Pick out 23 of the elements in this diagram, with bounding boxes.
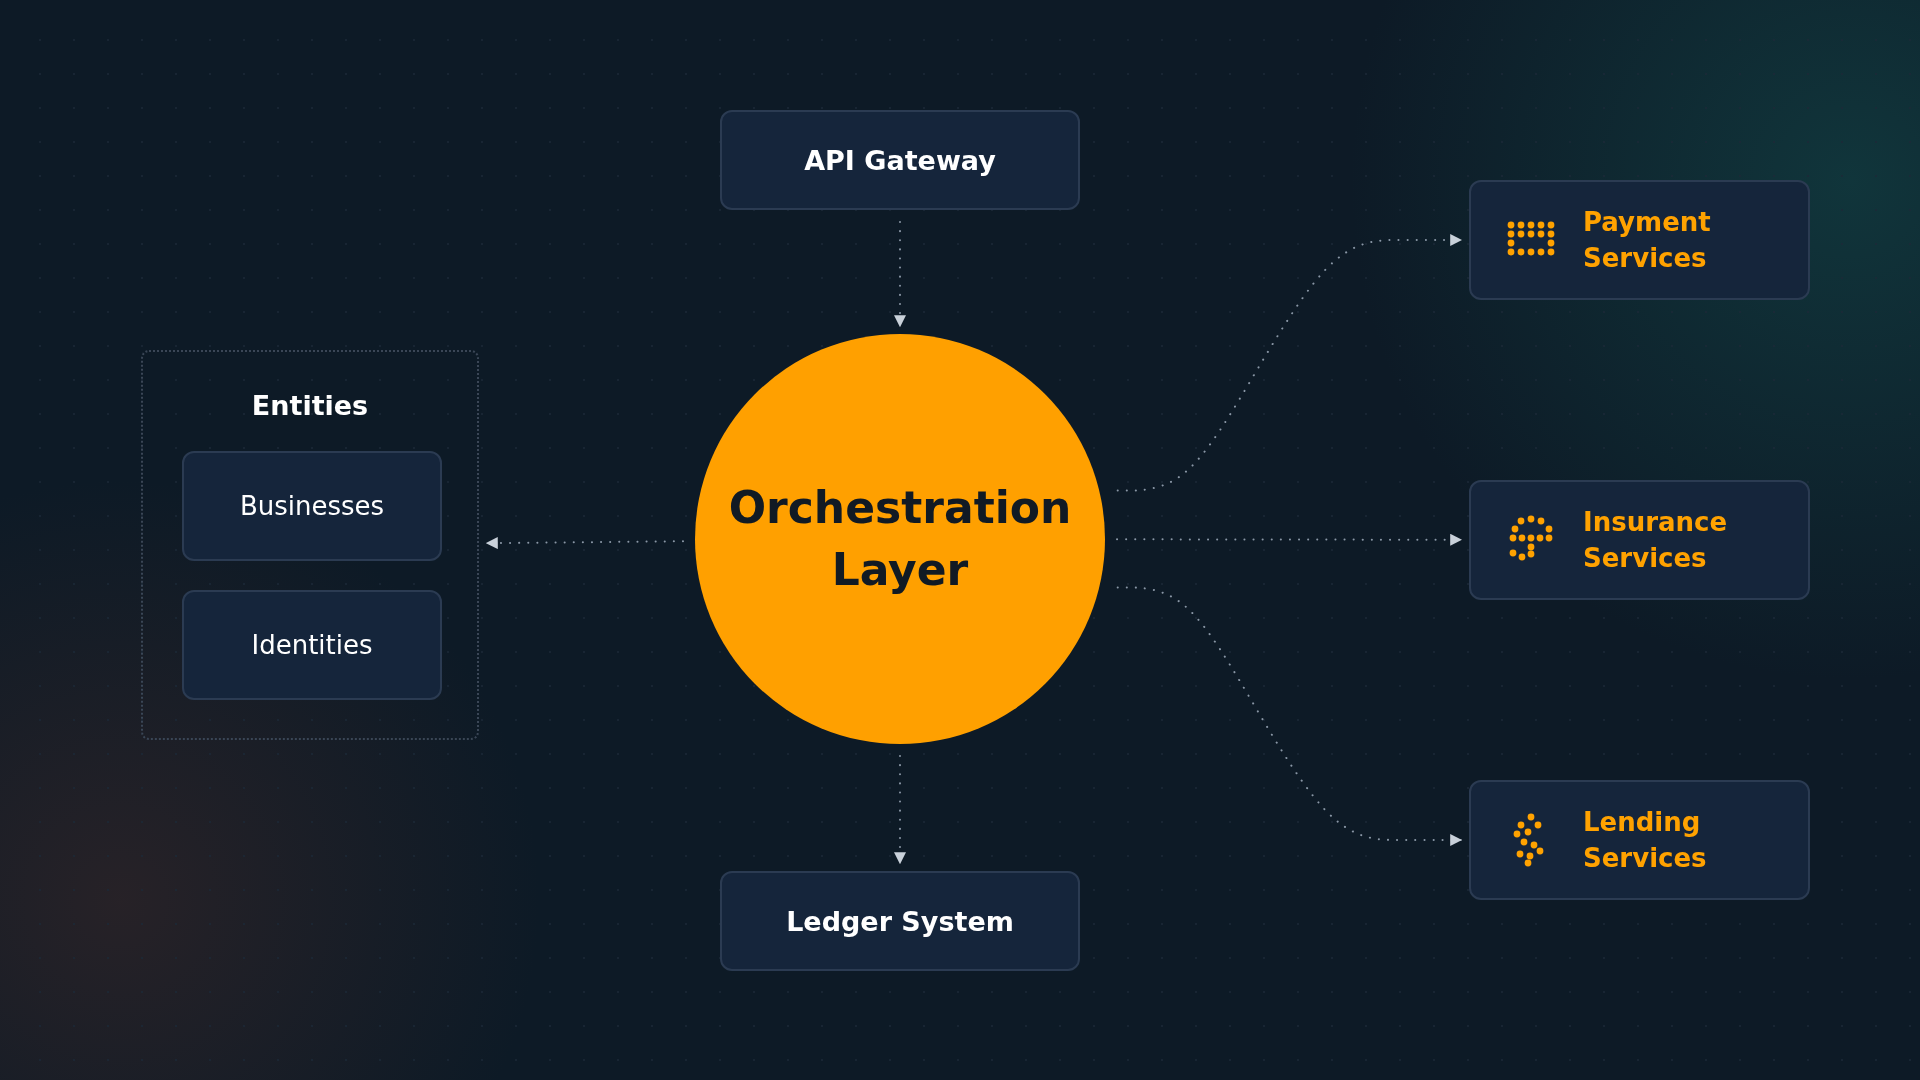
process-box — [720, 110, 1080, 210]
dotted-arrow — [894, 755, 906, 865]
process-box — [1469, 480, 1810, 600]
group-title: Entities — [250, 390, 370, 421]
dotted-arrow — [485, 537, 684, 550]
node-label: Businesses — [239, 491, 385, 521]
node-label: Orchestration Layer — [727, 481, 1073, 597]
group-container — [141, 350, 479, 740]
dotted-arrow — [1116, 234, 1463, 492]
process-box — [1469, 780, 1810, 900]
process-box — [182, 590, 442, 700]
node-label: Ledger System — [786, 905, 1014, 937]
process-box — [1469, 180, 1810, 300]
process-box — [182, 451, 442, 561]
node-label: Insurance Services — [1583, 506, 1729, 575]
node-label: Lending Services — [1583, 806, 1708, 875]
dotted-arrow — [1116, 586, 1463, 846]
process-box — [720, 871, 1080, 971]
node-label: Payment Services — [1583, 206, 1712, 275]
node-label: API Gateway — [804, 144, 996, 176]
dotted-arrow — [894, 221, 906, 328]
dotted-arrow — [1116, 533, 1463, 546]
node-label: Identities — [251, 630, 373, 660]
